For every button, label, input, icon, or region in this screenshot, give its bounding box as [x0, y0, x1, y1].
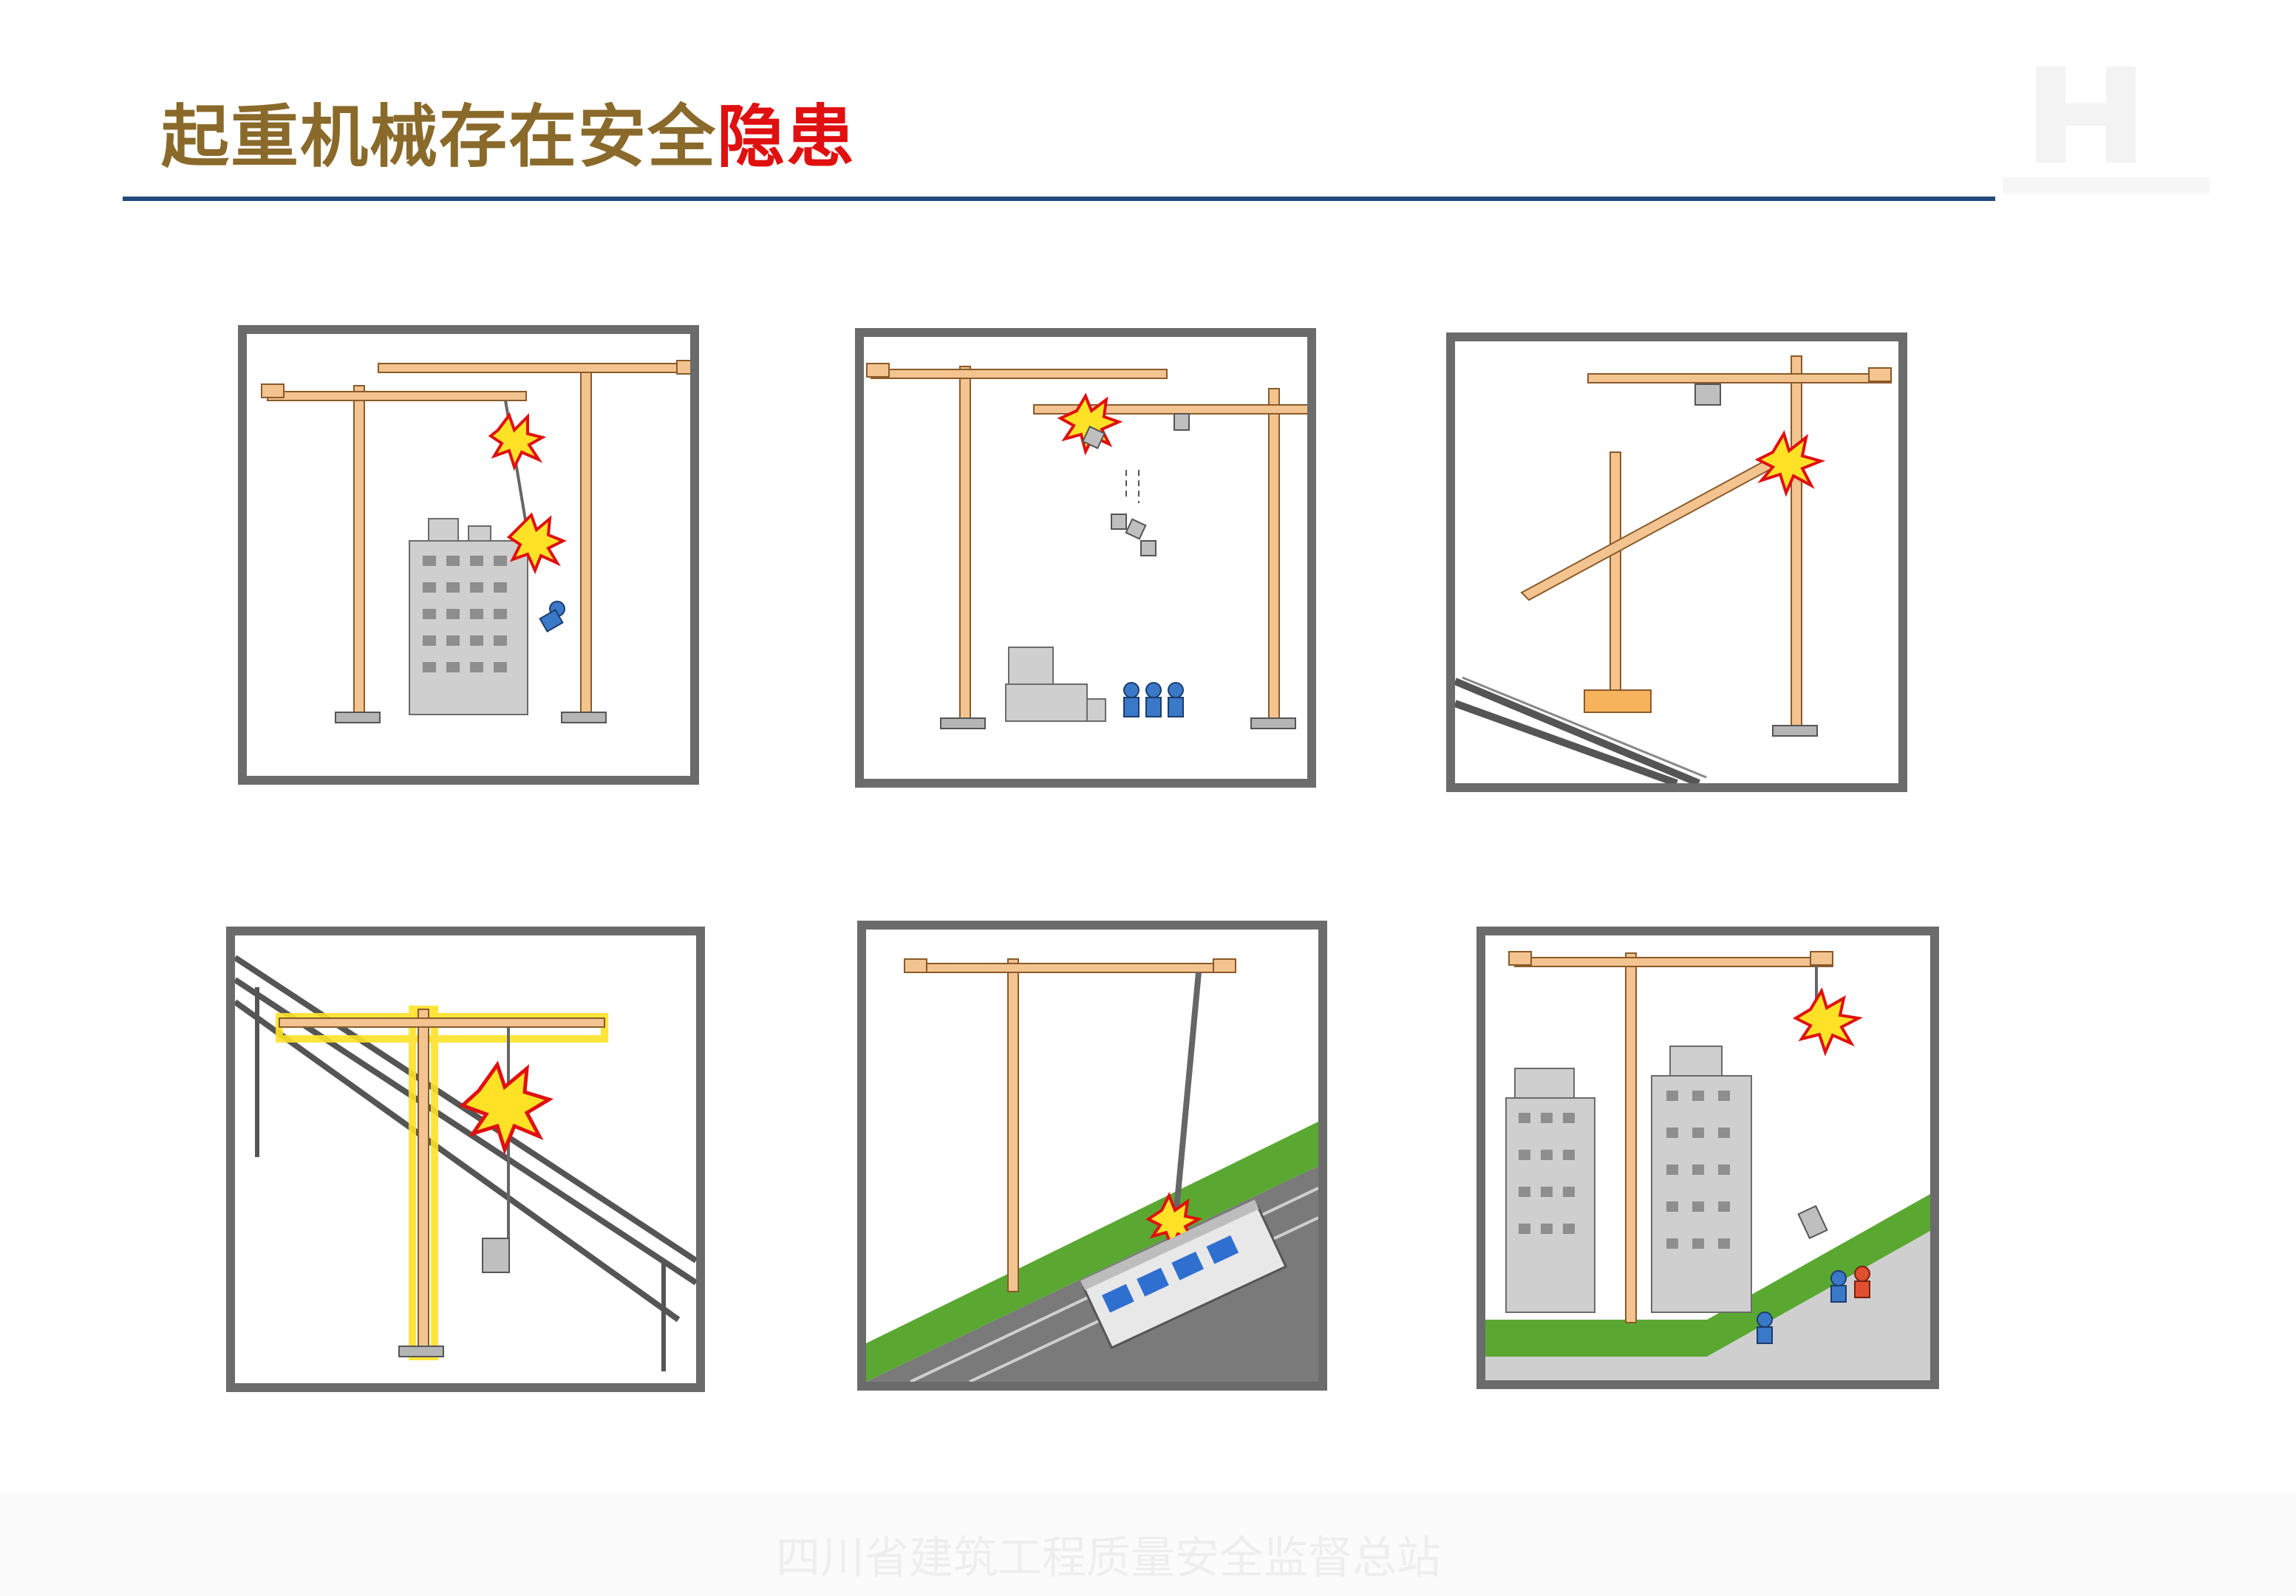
- railway-hazard-icon: [866, 958, 1318, 1382]
- falling-load-icon: [866, 363, 1307, 729]
- watermark-logo: [1995, 52, 2217, 207]
- title-underline: [123, 197, 1995, 201]
- slide-title: 起重机械存在安全隐患: [161, 103, 856, 171]
- title-highlight: 隐患: [717, 98, 856, 177]
- hazard-panel-power-line: [226, 927, 705, 1392]
- hazard-panel-railway: [857, 921, 1327, 1391]
- crane-collision-icon: [261, 360, 690, 723]
- load-over-public-road-icon: [1485, 951, 1930, 1380]
- crane-boom-strike-icon: [1455, 355, 1892, 783]
- power-line-contact-icon: [235, 955, 696, 1371]
- hazard-panel-falling-load: [855, 328, 1316, 788]
- hazard-panel-boom-strike: [1446, 332, 1907, 792]
- footer-text: 四川省建筑工程质量安全监督总站: [776, 1532, 1441, 1584]
- footer-band: [0, 1493, 2296, 1596]
- title-main: 起重机械存在安全: [161, 98, 718, 177]
- hazard-panel-public-road: [1476, 927, 1939, 1389]
- hazard-panel-crane-collision: [238, 325, 699, 785]
